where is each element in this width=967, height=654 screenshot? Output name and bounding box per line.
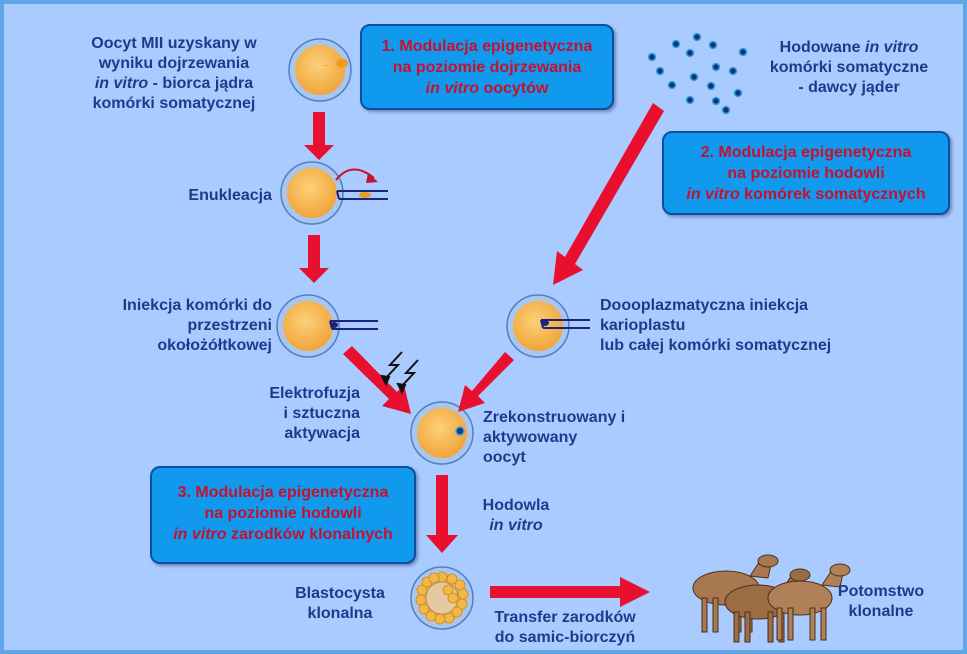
reconstructed-oocyte-label: Zrekonstruowany i aktywowany oocyt — [483, 408, 683, 468]
blastocyst-icon — [410, 566, 474, 630]
reconstructed-label-line2: aktywowany — [483, 429, 578, 446]
arrow-reconstructed-to-blastocyst — [426, 475, 458, 553]
perivitelline-injection-label: Iniekcja komórki do przestrzeni okołożół… — [60, 296, 272, 356]
somatic-cells-icon — [647, 32, 748, 115]
box2-line2: na poziomie hodowli — [727, 165, 885, 182]
blastocyst-label-line2: klonalna — [307, 605, 373, 622]
enucleation-oocyte-icon — [280, 161, 344, 225]
micropipette-injection-icon — [329, 320, 378, 330]
culture-label-line1: Hodowla — [482, 497, 550, 514]
enucleation-label: Enukleacja — [188, 187, 272, 204]
electrofusion-label-line2: i sztuczna — [283, 405, 360, 422]
box3-line3: in vitro zarodków klonalnych — [152, 524, 414, 545]
modulation-box-2: 2. Modulacja epigenetyczna na poziomie h… — [662, 131, 950, 215]
oocyte-label-rest: - biorca jądra — [148, 75, 254, 92]
box3-line1: 3. Modulacja epigenetyczna — [177, 484, 389, 501]
transfer-label-line2: do samic-biorczyń — [494, 629, 636, 646]
blastocyst-label-line1: Blastocysta — [295, 585, 385, 602]
culture-label-italic: in vitro — [489, 517, 543, 534]
oocyte-label-italic: in vitro — [94, 75, 149, 92]
oocyte-label-line3: in vitro - biorca jądra — [58, 74, 290, 94]
offspring-label-line1: Potomstwo — [837, 583, 925, 600]
modulation-box-1: 1. Modulacja epigenetyczna na poziomie d… — [360, 24, 614, 110]
box1-line1: 1. Modulacja epigenetyczna — [381, 38, 593, 55]
culture-label: Hodowla in vitro — [466, 496, 566, 536]
perivitelline-injection-oocyte-icon — [276, 294, 340, 358]
box1-rest: oocytów — [479, 80, 549, 97]
somatic-label-italic: in vitro — [865, 39, 919, 56]
arrow-cytoplasmic-to-reconstructed — [458, 352, 514, 412]
somatic-label-pre: Hodowane — [779, 39, 865, 56]
box3-line2: na poziomie hodowli — [204, 505, 362, 522]
box2-italic: in vitro — [686, 186, 740, 203]
transfer-label: Transfer zarodków do samic-biorczyń — [470, 608, 660, 648]
box1-line3: in vitro oocytów — [362, 78, 612, 99]
injection-label-line1: Iniekcja komórki do — [122, 297, 272, 314]
svg-text:...: ... — [322, 61, 328, 68]
cytoplasmic-injection-oocyte-icon — [506, 294, 570, 358]
offspring-label: Potomstwo klonalne — [826, 582, 936, 622]
injection-label-line3: okołożółtkowej — [157, 337, 272, 354]
somatic-label-line1: Hodowane in vitro — [744, 38, 954, 58]
box3-rest: zarodków klonalnych — [226, 526, 393, 543]
transfer-label-line1: Transfer zarodków — [494, 609, 636, 626]
reconstructed-label-line1: Zrekonstruowany i — [483, 409, 626, 426]
cytoplasmic-label-line3: lub całej komórki somatycznej — [600, 337, 832, 354]
oocyte-label-line2: wyniku dojrzewania — [98, 55, 250, 72]
oocyte-label-line1: Oocyt MII uzyskany w — [91, 35, 257, 52]
arrow-enucleation-to-injection — [299, 235, 329, 283]
arrow-cells-to-cytoplasmic — [553, 103, 664, 285]
electric-pulse-icon — [380, 351, 419, 395]
oocyte-mii-label: Oocyt MII uzyskany w wyniku dojrzewania … — [58, 34, 290, 114]
modulation-box-3: 3. Modulacja epigenetyczna na poziomie h… — [150, 466, 416, 564]
oocyte-mii-icon: ... — [288, 38, 352, 102]
electrofusion-label: Elektrofuzja i sztuczna aktywacja — [220, 384, 360, 444]
electrofusion-label-line3: aktywacja — [284, 425, 360, 442]
electrofusion-label-line1: Elektrofuzja — [269, 385, 360, 402]
box2-line3: in vitro komórek somatycznych — [664, 184, 948, 205]
goats-icon — [692, 554, 851, 643]
box2-rest: komórek somatycznych — [739, 186, 926, 203]
box1-line2: na poziomie dojrzewania — [392, 59, 582, 76]
reconstructed-oocyte-icon — [410, 401, 474, 465]
offspring-label-line2: klonalne — [848, 603, 914, 620]
somatic-cells-label: Hodowane in vitro komórki somatyczne - d… — [744, 38, 954, 98]
micropipette-cytoplasmic-icon — [540, 319, 590, 329]
cytoplasmic-injection-label: Doooplazmatyczna iniekcja karioplastu lu… — [600, 296, 900, 356]
somatic-label-line2: komórki somatyczne — [769, 59, 929, 76]
oocyte-label-line4: komórki somatycznej — [92, 95, 256, 112]
flow-arrows — [299, 103, 664, 607]
box3-italic: in vitro — [173, 526, 227, 543]
arrow-blastocyst-to-offspring — [490, 577, 650, 607]
arrow-injection-to-reconstructed — [343, 346, 411, 414]
micropipette-enucleation-icon — [336, 190, 388, 200]
cytoplasmic-label-line1: Doooplazmatyczna iniekcja — [600, 297, 809, 314]
box2-line1: 2. Modulacja epigenetyczna — [700, 144, 912, 161]
reconstructed-label-line3: oocyt — [483, 449, 526, 466]
arrow-oocyte-to-enucleation — [304, 112, 334, 160]
extraction-arrow-head — [366, 173, 378, 183]
somatic-label-line3: - dawcy jąder — [798, 79, 900, 96]
cytoplasmic-label-line2: karioplastu — [600, 317, 686, 334]
blastocyst-label: Blastocysta klonalna — [270, 584, 410, 624]
injection-label-line2: przestrzeni — [187, 317, 272, 334]
box1-italic: in vitro — [425, 80, 479, 97]
